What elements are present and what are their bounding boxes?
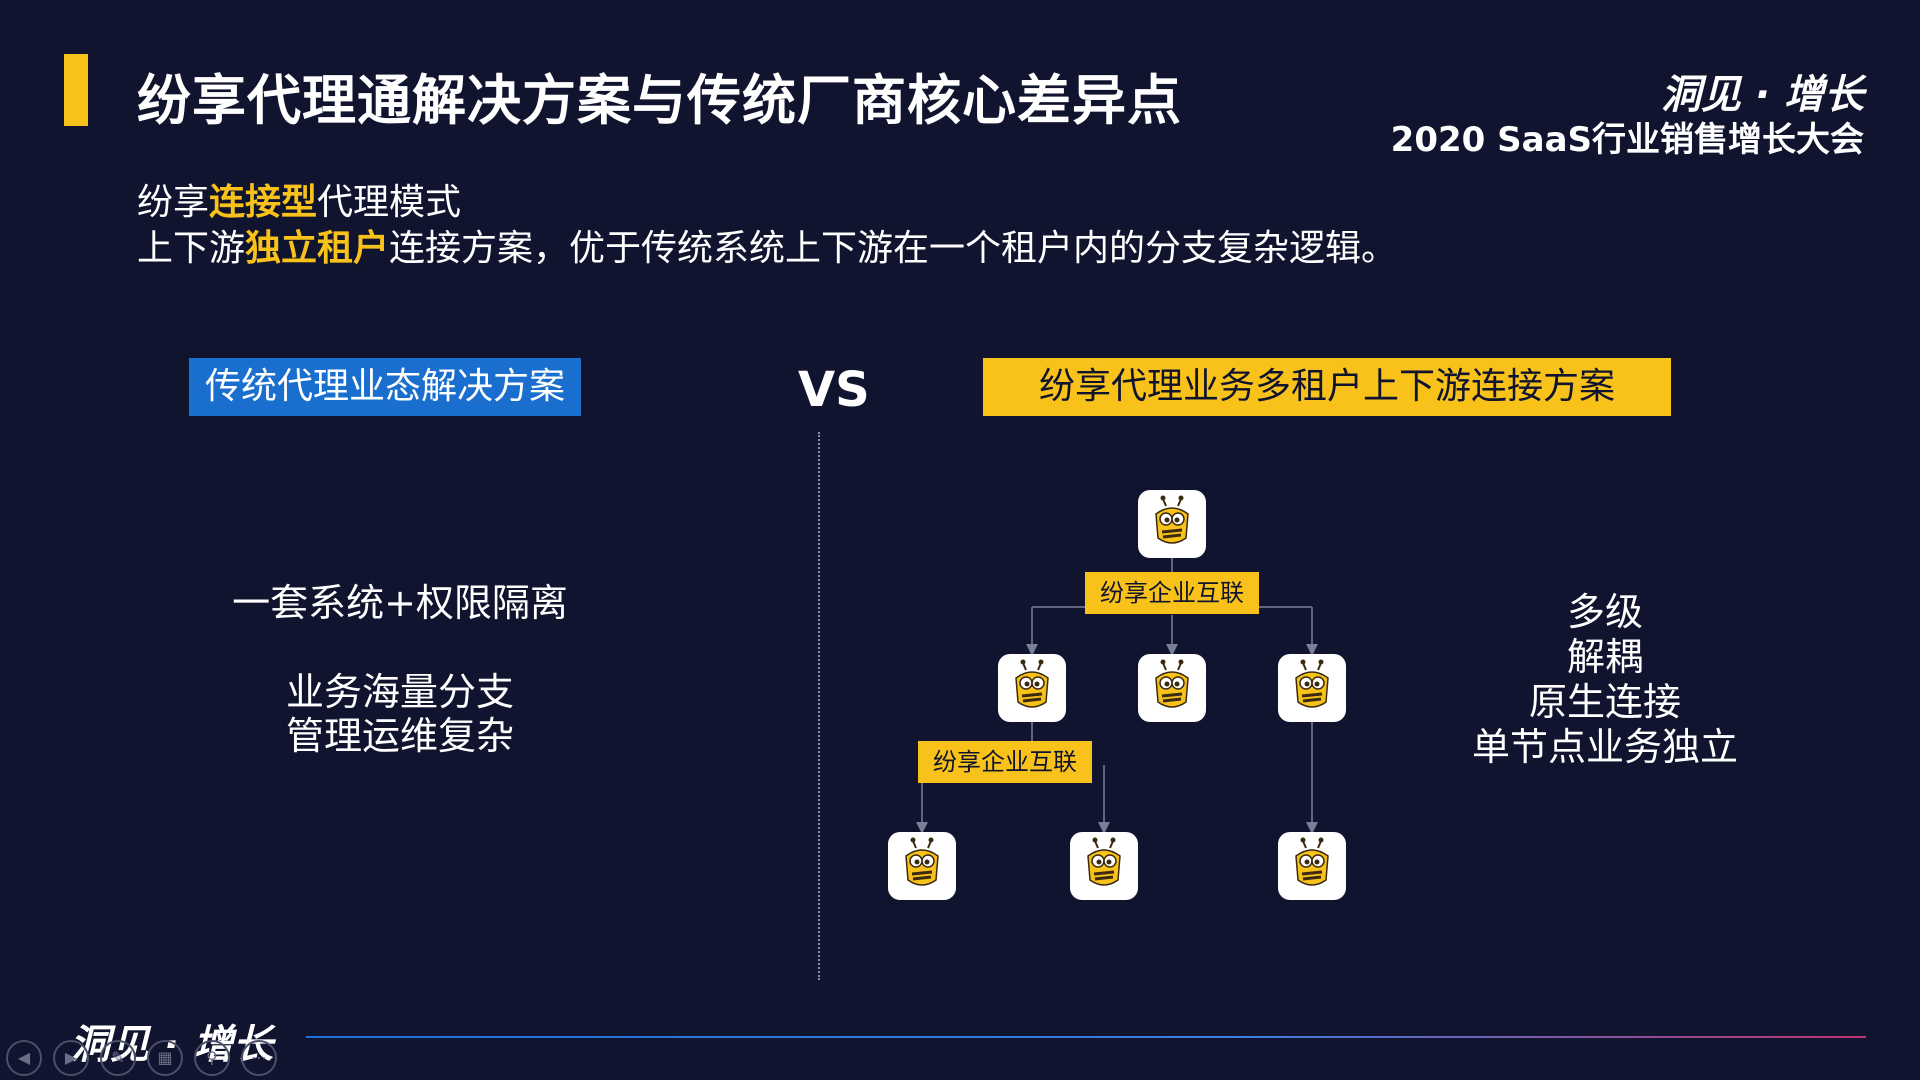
- bee-app-icon: [1138, 490, 1206, 558]
- intro-line-2: 上下游独立租户连接方案，优于传统系统上下游在一个租户内的分支复杂逻辑。: [137, 228, 1398, 269]
- fxiaoke-point-1: 多级: [1566, 590, 1643, 634]
- intro-text: 纷享连接型代理模式 上下游独立租户连接方案，优于传统系统上下游在一个租户内的分支…: [137, 180, 1397, 272]
- footer-gradient-line: [306, 1036, 1866, 1038]
- brand-logo: 洞见 · 增长: [1660, 72, 1864, 118]
- highlight-independent-tenant: 独立租户: [245, 228, 390, 269]
- more-icon[interactable]: ⋯: [241, 1040, 277, 1076]
- highlight-connect-type: 连接型: [209, 182, 318, 223]
- bee-app-icon: [1278, 654, 1346, 722]
- slideshow-controls: ◀ ▶ ✎ ▦ ⚲ ⋯: [6, 1040, 288, 1076]
- intro-line-1: 纷享连接型代理模式: [137, 182, 462, 223]
- bee-app-icon: [1070, 832, 1138, 900]
- traditional-point-1: 一套系统+权限隔离: [232, 581, 568, 625]
- arrow-right-icon[interactable]: ▶: [53, 1040, 89, 1076]
- bee-app-icon: [998, 654, 1066, 722]
- bee-app-icon: [888, 832, 956, 900]
- fxiaoke-solution-tag: 纷享代理业务多租户上下游连接方案: [983, 358, 1671, 416]
- enterprise-connect-chip-1: 纷享企业互联: [1085, 572, 1259, 614]
- fxiaoke-point-4: 单节点业务独立: [1471, 725, 1738, 769]
- traditional-point-2: 业务海量分支: [285, 670, 514, 714]
- slide-title: 纷享代理通解决方案与传统厂商核心差异点: [137, 69, 1182, 132]
- bee-app-icon: [1138, 654, 1206, 722]
- bee-app-icon: [1278, 832, 1346, 900]
- enterprise-connect-chip-2: 纷享企业互联: [918, 741, 1092, 783]
- title-accent-bar: [64, 54, 88, 126]
- zoom-icon[interactable]: ⚲: [194, 1040, 230, 1076]
- vs-label: VS: [798, 362, 870, 418]
- slides-icon[interactable]: ▦: [147, 1040, 183, 1076]
- fxiaoke-points: 多级 解耦 原生连接 单节点业务独立: [1440, 590, 1770, 770]
- fxiaoke-point-3: 原生连接: [1528, 680, 1681, 724]
- event-name: 2020 SaaS行业销售增长大会: [1390, 120, 1864, 160]
- traditional-solution-tag: 传统代理业态解决方案: [189, 358, 581, 416]
- fxiaoke-point-2: 解耦: [1566, 635, 1643, 679]
- vertical-divider: [818, 432, 820, 980]
- pen-icon[interactable]: ✎: [100, 1040, 136, 1076]
- traditional-point-3: 管理运维复杂: [285, 714, 514, 758]
- arrow-left-icon[interactable]: ◀: [6, 1040, 42, 1076]
